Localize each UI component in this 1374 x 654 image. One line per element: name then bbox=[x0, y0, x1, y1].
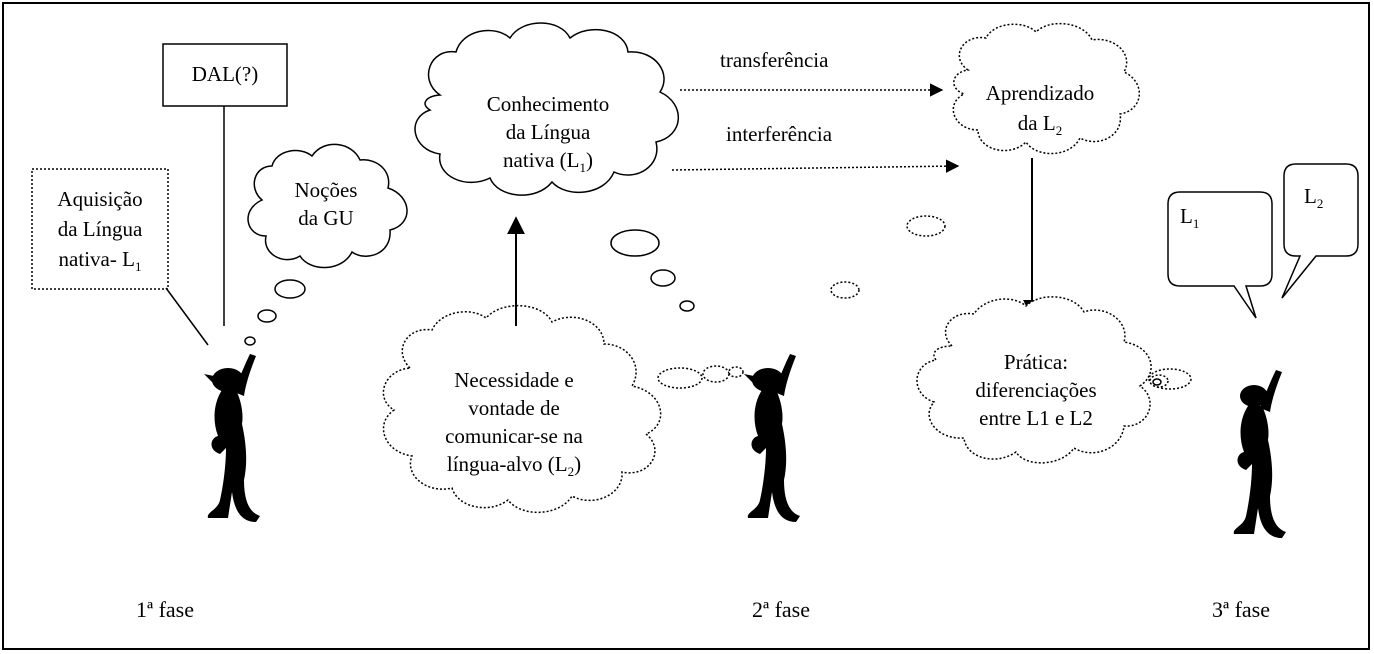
need-line-4: língua-alvo (L2) bbox=[446, 452, 582, 479]
learning-cloud bbox=[952, 22, 1141, 155]
dal-label: DAL(?) bbox=[191, 62, 259, 86]
practice-line-3: entre L1 e L2 bbox=[979, 406, 1093, 430]
need-cloud bbox=[382, 305, 662, 513]
knowledge-bubble-1 bbox=[610, 229, 660, 257]
person-figure-3 bbox=[1233, 370, 1286, 538]
need-line-1: Necessidade e bbox=[454, 368, 574, 392]
knowledge-line-2: da Língua bbox=[505, 120, 591, 144]
small-dotted-ellipse-2 bbox=[830, 281, 860, 299]
phase-2-label: 2ª fase bbox=[752, 597, 810, 622]
speech-bubble-l2 bbox=[1281, 163, 1359, 299]
knowledge-bubble-3 bbox=[679, 300, 695, 312]
gu-bubble-3 bbox=[244, 336, 256, 346]
need-line-2: vontade de bbox=[468, 396, 560, 420]
need-bubble-1 bbox=[657, 367, 703, 389]
practice-line-1: Prática: bbox=[1003, 350, 1069, 374]
gu-cloud bbox=[247, 143, 408, 269]
phase-1-label: 1ª fase bbox=[136, 597, 194, 622]
gu-label: Noções da GU bbox=[266, 176, 386, 232]
interference-label: interferência bbox=[726, 122, 833, 146]
speech-l1-label: L1 bbox=[1180, 204, 1200, 231]
need-line-3: comunicar-se na bbox=[445, 424, 583, 448]
knowledge-label: Conhecimento da Língua nativa (L1) bbox=[436, 90, 660, 182]
acquisition-line-2: da Língua bbox=[57, 217, 143, 241]
transfer-label: transferência bbox=[720, 48, 829, 72]
person-figure-2 bbox=[744, 354, 800, 522]
interference-arrow bbox=[671, 159, 960, 173]
need-bubble-3 bbox=[728, 366, 744, 378]
small-dotted-ellipse-1 bbox=[906, 215, 946, 237]
learning-line-2: da L2 bbox=[1017, 111, 1063, 138]
speech-l2-label: L2 bbox=[1304, 184, 1324, 211]
practice-line-2: diferenciações bbox=[975, 378, 1097, 402]
acquisition-label: Aquisição da Língua nativa- L1 bbox=[32, 184, 168, 282]
gu-bubble-2 bbox=[257, 309, 277, 323]
knowledge-cloud bbox=[414, 22, 679, 196]
practice-cloud bbox=[916, 296, 1152, 464]
practice-bubble-3 bbox=[1152, 378, 1162, 386]
practice-label: Prática: diferenciações entre L1 e L2 bbox=[938, 348, 1134, 432]
acquisition-line-1: Aquisição bbox=[57, 187, 143, 211]
learning-line-1: Aprendizado bbox=[985, 81, 1095, 105]
acquisition-connector bbox=[165, 287, 209, 346]
knowledge-line-3: nativa (L1) bbox=[503, 148, 593, 175]
learning-label: Aprendizado da L2 bbox=[960, 78, 1120, 146]
knowledge-bubble-2 bbox=[650, 269, 676, 287]
need-label: Necessidade e vontade de comunicar-se na… bbox=[392, 366, 636, 486]
speech-bubble-l1 bbox=[1167, 191, 1273, 319]
knowledge-line-1: Conhecimento bbox=[486, 92, 610, 116]
gu-bubble-1 bbox=[274, 279, 306, 299]
phase-3-label: 3ª fase bbox=[1212, 597, 1270, 622]
acquisition-line-3: nativa- L1 bbox=[58, 247, 142, 274]
acquisition-box bbox=[31, 168, 169, 290]
need-bubble-2 bbox=[702, 365, 730, 383]
person-figure-1 bbox=[204, 354, 260, 522]
gu-line-1: Noções bbox=[294, 178, 358, 202]
dal-box bbox=[162, 43, 288, 107]
gu-line-2: da GU bbox=[298, 206, 354, 230]
